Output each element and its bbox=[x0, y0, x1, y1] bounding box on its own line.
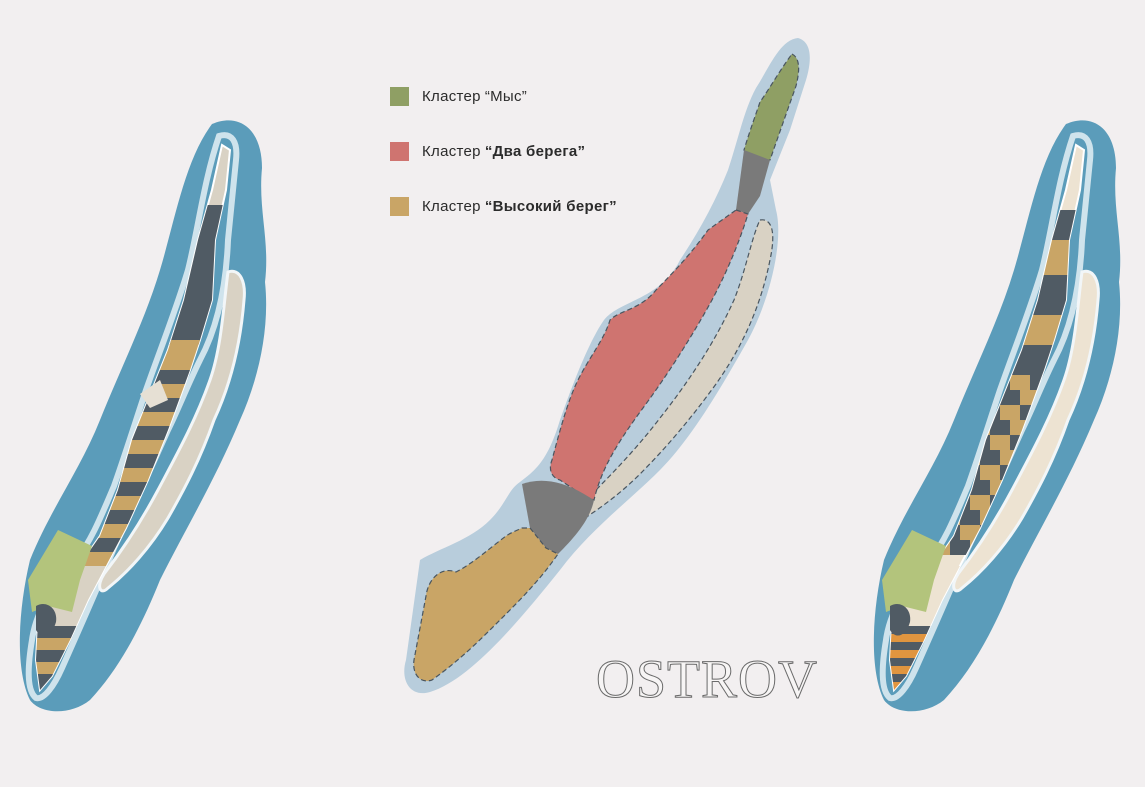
legend-label-name: “Высокий берег” bbox=[484, 197, 617, 215]
center-cluster-high-shore bbox=[413, 527, 559, 682]
legend-swatch-cape bbox=[390, 86, 409, 106]
center-gray-boundary-north bbox=[736, 150, 770, 214]
legend-item-cape: Кластер “Мыс” bbox=[390, 85, 617, 107]
legend-label-name: “Два берега” bbox=[484, 142, 586, 160]
right-lagoon-dark bbox=[890, 603, 911, 636]
center-cluster-cape bbox=[743, 53, 800, 165]
legend-swatch-high-shore bbox=[390, 196, 409, 216]
legend-label-prefix: Кластер bbox=[422, 142, 481, 160]
left-lagoon-dark bbox=[36, 603, 57, 636]
right-island-halo bbox=[879, 132, 1094, 702]
center-cluster-two-shores bbox=[549, 209, 749, 501]
legend-swatch-two-shores bbox=[390, 141, 409, 161]
map-legend: Кластер “Мыс” Кластер “Два берега” Класт… bbox=[390, 85, 617, 250]
left-island-map bbox=[19, 120, 267, 712]
legend-label-name: “Мыс” bbox=[484, 87, 528, 105]
right-spit-outline bbox=[952, 269, 1100, 593]
brand-title: OSTROV bbox=[595, 649, 819, 710]
legend-label-prefix: Кластер bbox=[422, 87, 481, 105]
legend-item-high-shore: Кластер “Высокий берег” bbox=[390, 195, 617, 217]
left-island-halo bbox=[25, 132, 240, 702]
center-spit-sand bbox=[570, 219, 774, 526]
right-cape-green bbox=[882, 530, 946, 612]
center-island-map bbox=[404, 38, 810, 694]
legend-item-two-shores: Кластер “Два берега” bbox=[390, 140, 617, 162]
left-bay-sand bbox=[140, 380, 168, 408]
left-cape-green bbox=[28, 530, 92, 612]
legend-label-prefix: Кластер bbox=[422, 197, 481, 215]
left-spit-outline bbox=[98, 269, 246, 593]
center-gray-boundary-south bbox=[522, 480, 594, 554]
right-island-map bbox=[873, 120, 1121, 712]
